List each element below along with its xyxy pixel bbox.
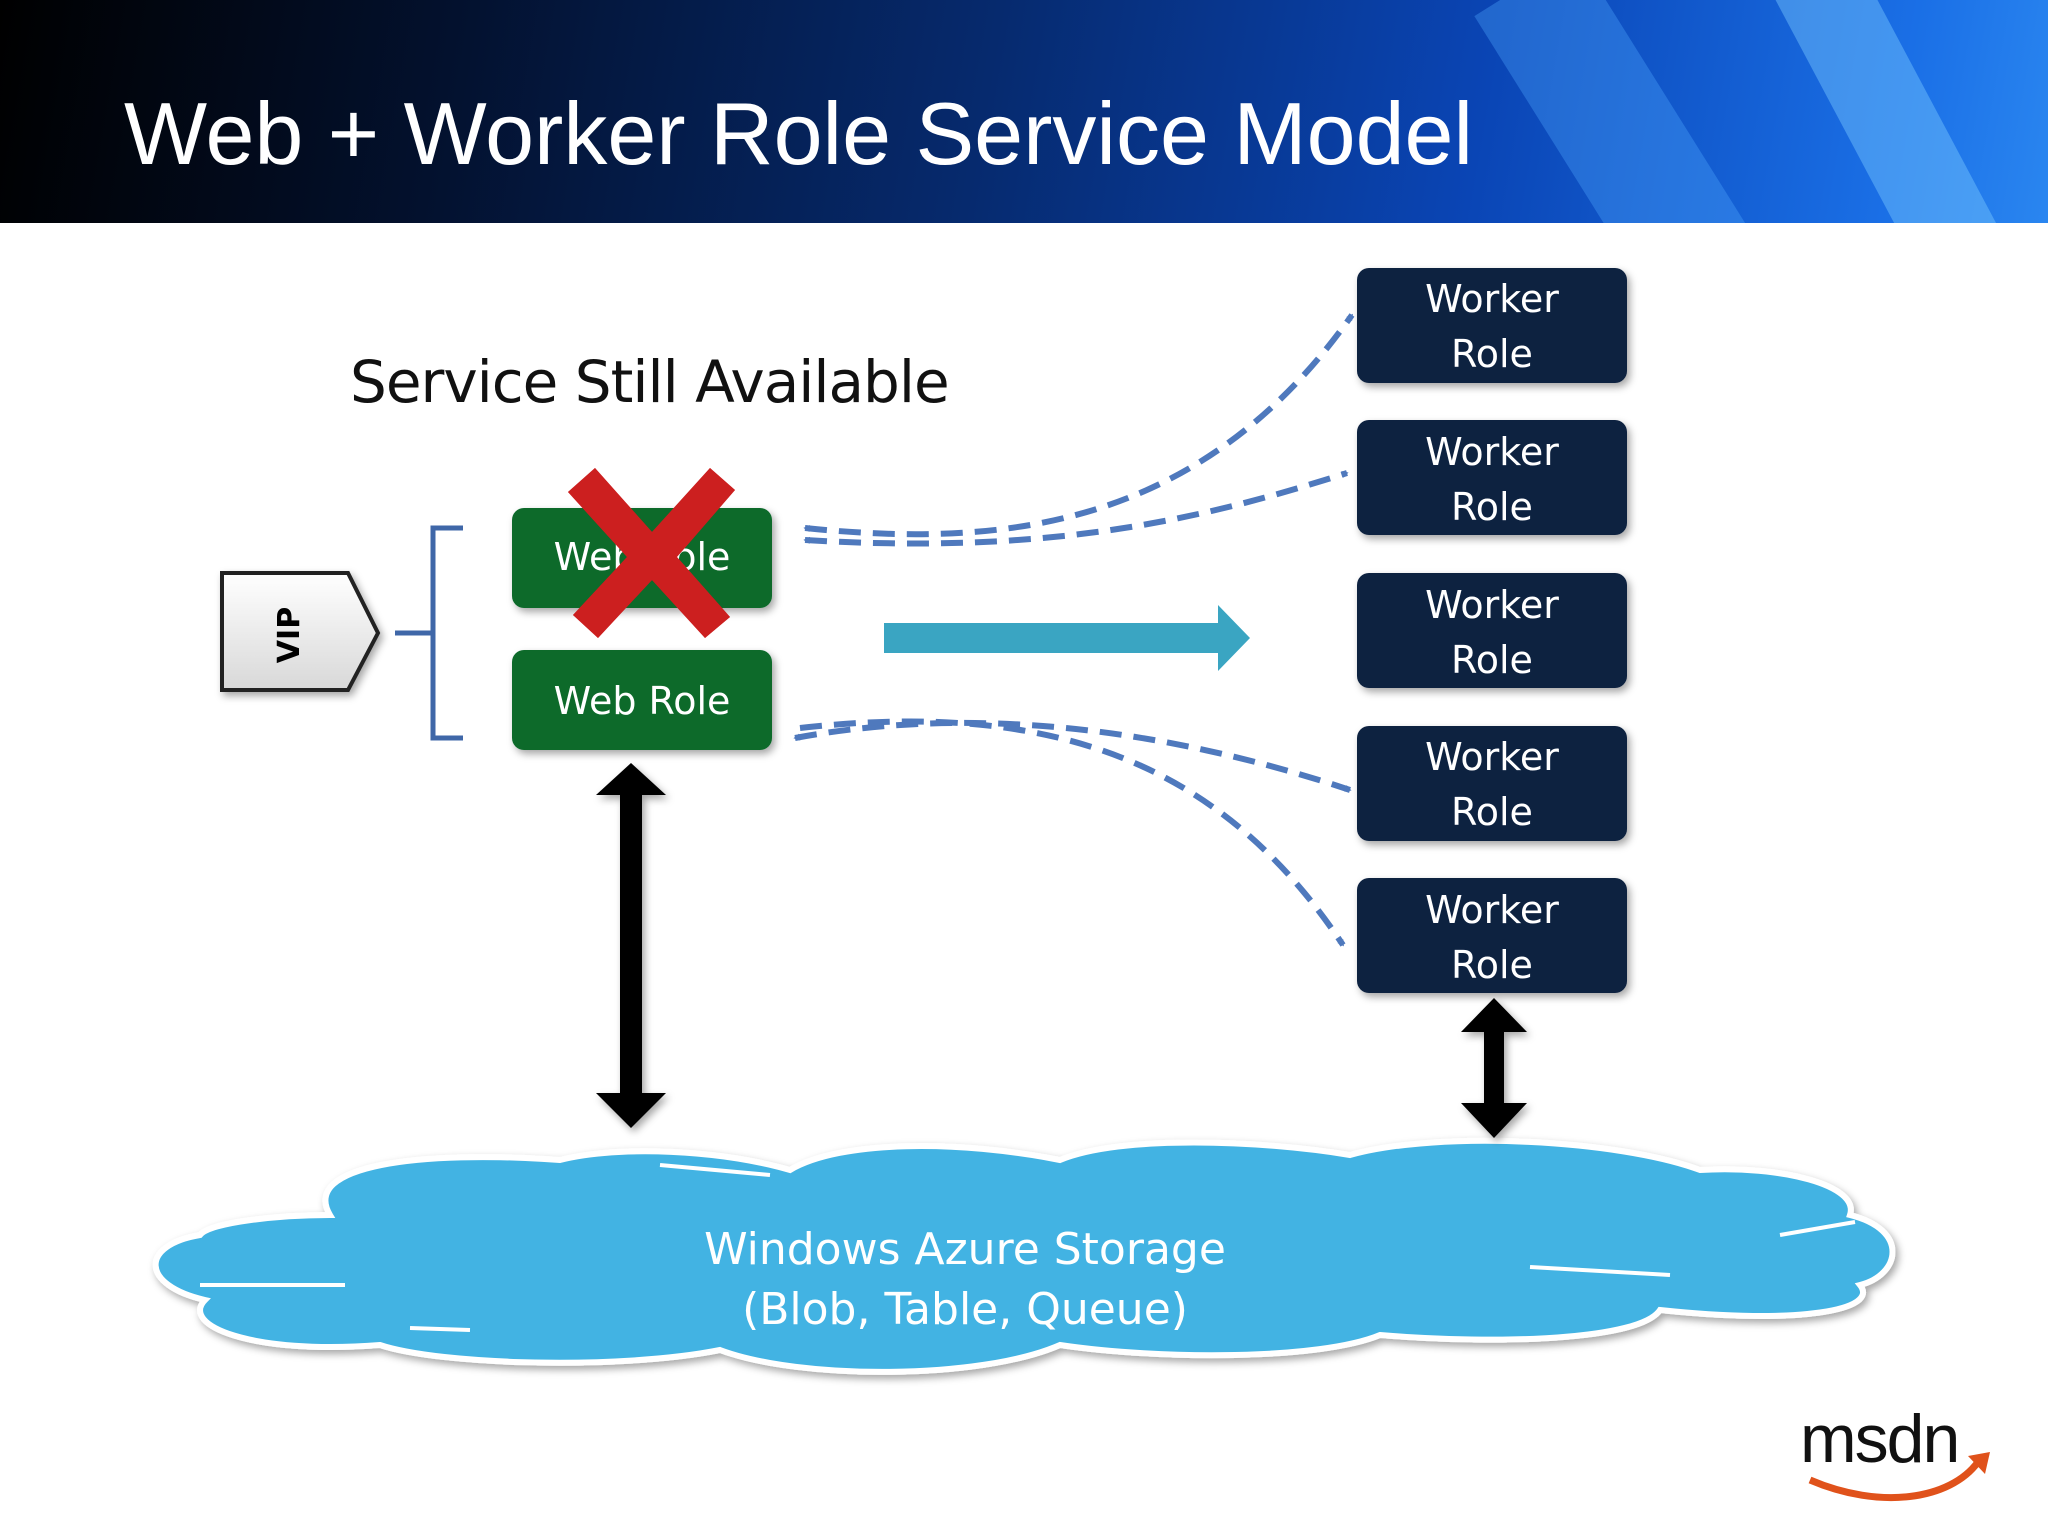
request-flow-arrow: [884, 605, 1250, 671]
worker-role-label: Worker Role: [1357, 883, 1627, 993]
dashed-communication-arrows: [793, 313, 1355, 947]
worker-role-label: Worker Role: [1357, 578, 1627, 688]
dashed-arrow-to-worker-5: [799, 718, 1346, 947]
storage-label-line2: (Blob, Table, Queue): [742, 1284, 1188, 1335]
worker-role-label-line2: Role: [1451, 790, 1533, 834]
worker-role-label-line1: Worker: [1425, 888, 1559, 932]
vip-tag: [220, 571, 381, 692]
worker-role-box: [1357, 726, 1627, 841]
web-storage-double-arrow: [596, 763, 666, 1128]
web-role-label: Web Role: [553, 679, 731, 723]
slide-title: Web + Worker Role Service Model: [124, 84, 1474, 183]
worker-role-box: [1357, 878, 1627, 993]
msdn-logo: msdn: [1800, 1401, 1960, 1477]
dashed-arrow-to-worker-2: [803, 470, 1349, 547]
worker-role-box: [1357, 268, 1627, 383]
worker-role-label: Worker Role: [1357, 730, 1627, 840]
worker-role-label-line1: Worker: [1425, 277, 1559, 321]
worker-role-label: Worker Role: [1357, 425, 1627, 535]
storage-cloud: [152, 1137, 1896, 1375]
worker-storage-double-arrow: [1461, 998, 1527, 1138]
cloud-shape: [152, 1137, 1896, 1375]
worker-role-label-line1: Worker: [1425, 735, 1559, 779]
storage-label-line1: Windows Azure Storage: [704, 1224, 1226, 1275]
worker-role-label-line2: Role: [1451, 332, 1533, 376]
worker-role-boxes: [1357, 268, 1627, 993]
load-balancer-bracket: [395, 525, 463, 741]
worker-role-box: [1357, 420, 1627, 535]
web-role-box: [512, 650, 772, 750]
worker-role-box: [1357, 573, 1627, 688]
msdn-swoosh-icon: [1808, 1459, 1981, 1501]
worker-role-label-line2: Role: [1451, 638, 1533, 682]
title-banner: [0, 0, 2048, 223]
worker-role-label-line2: Role: [1451, 485, 1533, 529]
worker-role-label-line1: Worker: [1425, 583, 1559, 627]
dashed-arrow-to-worker-4: [793, 719, 1352, 793]
worker-role-label-line2: Role: [1451, 943, 1533, 987]
worker-role-label: Worker Role: [1357, 272, 1627, 382]
worker-role-label-line1: Worker: [1425, 430, 1559, 474]
storage-label: Windows Azure Storage (Blob, Table, Queu…: [640, 1220, 1290, 1340]
